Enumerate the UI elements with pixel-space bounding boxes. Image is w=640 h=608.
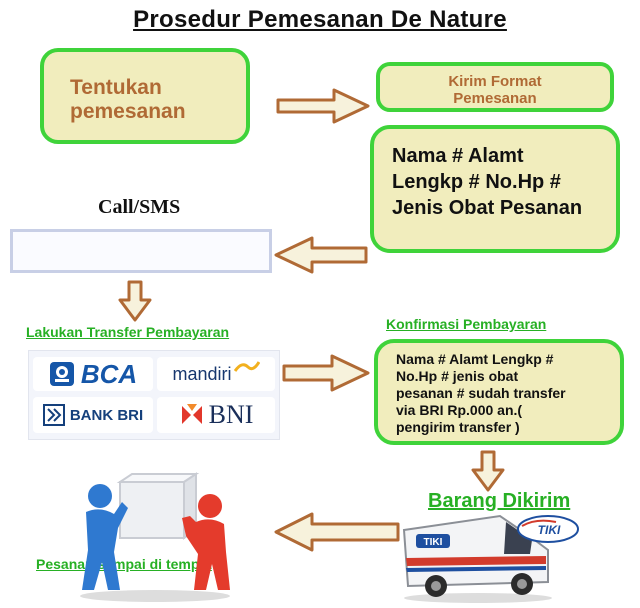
konfirmasi-line-1: Nama # Alamt Lengkp # (396, 351, 554, 367)
konfirmasi-line-2: No.Hp # jenis obat (396, 368, 519, 384)
order-format-line-2: Lengkp # No.Hp # (392, 171, 561, 193)
bca-text: BCA (80, 358, 138, 389)
van-tiki-text: TIKI (424, 537, 443, 548)
bni-text: BNI (208, 400, 254, 429)
tiki-logo-text: TIKI (538, 523, 561, 537)
page-title: Prosedur Pemesanan De Nature (133, 6, 507, 33)
arrow-down-1 (118, 280, 152, 322)
arrow-left-1 (274, 236, 368, 274)
step-tentukan-line-2: pemesanan (70, 100, 186, 123)
bri-logo: BANK BRI (33, 397, 153, 433)
arrow-right-1 (276, 88, 370, 124)
bri-emblem-icon (42, 404, 65, 426)
bca-emblem-icon (49, 362, 74, 386)
konfirmasi-box: Nama # Alamt Lengkp # No.Hp # jenis obat… (374, 339, 624, 445)
order-format-line-1: Nama # Alamt (392, 145, 524, 167)
bri-text: BANK BRI (69, 406, 144, 424)
transfer-label: Lakukan Transfer Pembayaran (26, 324, 230, 340)
bank-logos-panel: BCA mandiri BANK BRI BNI (28, 350, 280, 440)
konfirmasi-line-3: pesanan # sudah transfer (396, 385, 566, 401)
arrow-left-2 (274, 512, 400, 552)
people-carrying-box-illustration (80, 472, 230, 602)
mandiri-wave-icon (233, 361, 260, 372)
bni-emblem-icon (181, 404, 202, 424)
step-tentukan-line-1: Tentukan (70, 76, 162, 99)
dikirim-label: Barang Dikirim (428, 490, 571, 512)
konfirmasi-line-4: via BRI Rp.000 an.( (396, 402, 523, 418)
arrow-down-2 (471, 450, 505, 492)
call-sms-box (10, 229, 272, 273)
bni-logo: BNI (157, 397, 275, 433)
step-kirim-format-line-1: Kirim Format (448, 73, 542, 90)
call-sms-label: Call/SMS (98, 196, 181, 218)
order-format-box: Nama # Alamt Lengkp # No.Hp # Jenis Obat… (370, 125, 620, 253)
arrow-right-2 (282, 354, 370, 392)
bca-logo: BCA (33, 357, 153, 391)
mandiri-text: mandiri (172, 363, 232, 384)
step-kirim-format-line-2: Pemesanan (453, 90, 537, 107)
sampai-label: Pesanan sampai di tempat (36, 556, 212, 572)
delivery-van-illustration: TIKI (402, 514, 552, 603)
mandiri-logo: mandiri (157, 357, 275, 391)
konfirmasi-label: Konfirmasi Pembayaran (386, 316, 547, 332)
step-kirim-format-box: Kirim Format Pemesanan (376, 62, 614, 112)
order-format-line-3: Jenis Obat Pesanan (392, 197, 583, 219)
tiki-logo: TIKI (517, 515, 579, 543)
konfirmasi-line-5: pengirim transfer ) (396, 419, 520, 435)
step-tentukan-box: Tentukan pemesanan (40, 48, 250, 144)
